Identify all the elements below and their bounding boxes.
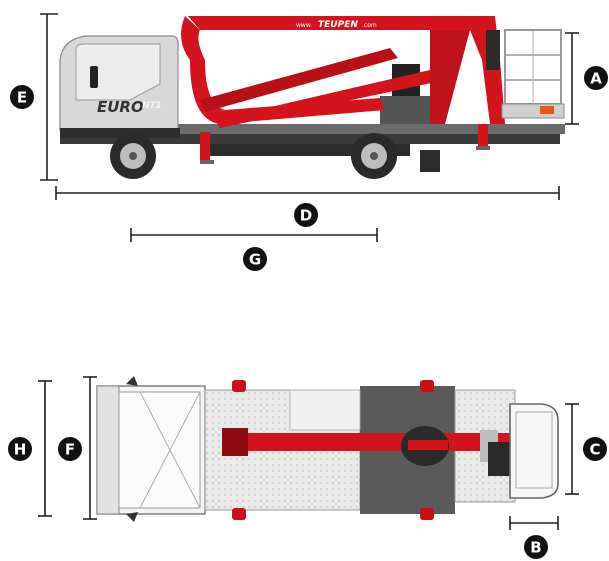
outrigger-pads-top [232,380,434,520]
boom-url-left: www. [296,22,312,29]
boom-top [222,426,512,476]
boom-logo: TEUPEN [318,20,358,30]
side-view: E A EURO NT1 [10,13,608,271]
dimension-line-e [40,13,58,181]
truck-logo: EURO [97,98,144,116]
platform-top [509,403,559,499]
dimension-line-g [130,228,378,242]
outriggers [200,124,490,164]
badge-f-label: F [65,441,75,459]
top-view: H F [8,376,607,559]
badge-d-label: D [300,207,312,225]
dimension-line-f [83,376,97,520]
work-platform [501,29,565,119]
dimension-line-c [565,403,579,495]
mirror-icon [90,66,98,88]
right-mirror-icon [126,512,138,522]
dimension-line-b [509,516,559,530]
badge-e: E [10,85,34,109]
dimension-line-h [38,380,52,517]
truck-cab: EURO NT1 [59,35,180,138]
badge-h-label: H [14,441,27,459]
badge-b: B [524,535,548,559]
badge-g: G [243,247,267,271]
badge-g-label: G [249,251,261,269]
left-mirror-icon [126,376,138,386]
badge-c: C [583,437,607,461]
badge-a-label: A [590,70,602,88]
dimension-line-d [55,186,560,200]
turntable [380,96,430,124]
boom-assembly: TEUPEN www. .com [181,16,505,128]
boom-url-right: .com [362,22,377,29]
warning-chevron-icon [540,106,554,114]
badge-c-label: C [589,441,600,459]
front-wheel [110,133,156,179]
rear-wheel [351,133,397,179]
badge-a: A [584,66,608,90]
dimension-line-a [565,32,579,125]
cab-top [96,376,206,522]
badge-d: D [294,203,318,227]
badge-h: H [8,437,32,461]
badge-e-label: E [17,89,27,107]
badge-f: F [58,437,82,461]
badge-b-label: B [530,539,541,557]
truck-logo-suffix: NT1 [142,101,162,111]
